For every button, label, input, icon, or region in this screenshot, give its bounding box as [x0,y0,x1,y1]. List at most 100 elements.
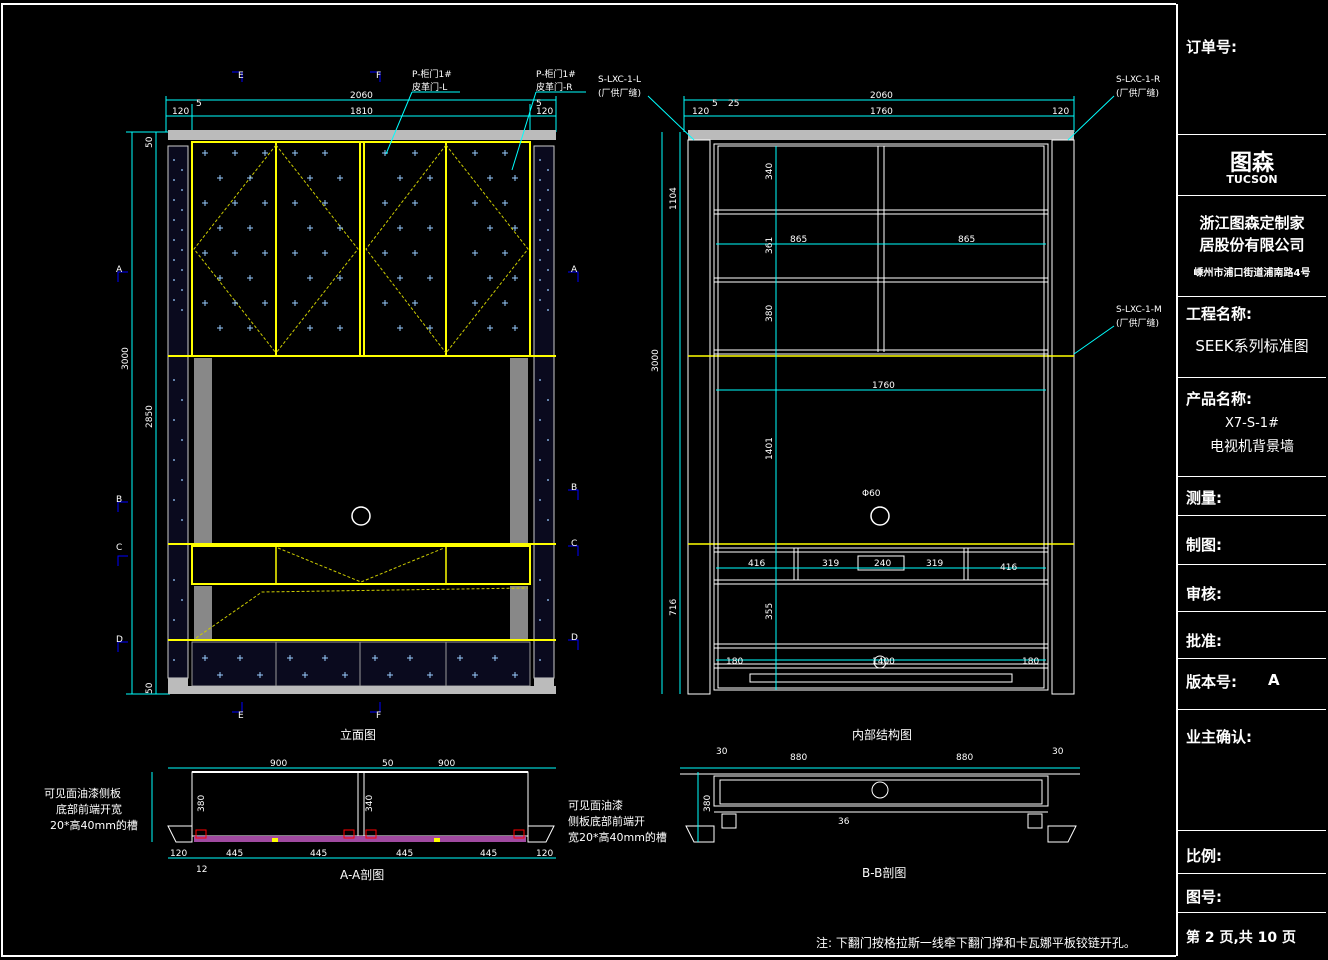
int-side-right: 120 [1052,107,1069,117]
footer-note: 注: 下翻门按格拉斯一线牵下翻门撑和卡瓦娜平板铰链开孔。 [816,936,1136,950]
company-line2: 居股份有限公司 [1199,236,1305,254]
elev-overall-width: 2060 [350,91,373,101]
int-side-left: 120 [692,107,709,117]
tb-order-label: 订单号: [1186,38,1237,56]
measure-label: 测量: [1186,489,1222,507]
int-overall-width: 2060 [870,91,893,101]
aa-depth-2: 340 [365,795,375,812]
tb-scale-cell: 比例: [1178,831,1326,874]
version-label: 版本号: [1186,673,1237,691]
door-label-2b: 皮革门-R [536,81,573,93]
int-lower-height: 716 [669,599,679,616]
company-line1: 浙江图森定制家 [1199,214,1305,232]
int-label-mid: S-LXC-1-M [1116,305,1162,315]
door-label-1a: P-柜门1# [412,68,452,80]
aa-b-5: 445 [480,849,497,859]
tb-company-cell: 浙江图森定制家 居股份有限公司 嵊州市浦口街道浦南路4号 [1178,196,1326,297]
tb-product-cell: 产品名称: X7-S-1# 电视机背景墙 [1178,378,1326,477]
owner-label: 业主确认: [1186,728,1252,746]
int-label-left: S-LXC-1-L [598,75,641,85]
internal-view: 2060 1760 120 120 5 25 3000 1104 716 [598,75,1162,695]
mark-b-left: B [116,495,122,505]
int-label-mid-sub: (厂供厂缝) [1116,317,1159,329]
elev-side-right: 120 [536,107,553,117]
caption-internal: 内部结构图 [852,728,913,742]
draw-label: 制图: [1186,536,1222,554]
aa-small: 12 [196,865,207,875]
aa-note-r1: 可见面油漆 [568,798,623,812]
product-name: 电视机背景墙 [1210,439,1294,455]
cad-drawing: 2060 1810 120 120 5 5 3000 2850 50 50 [1,3,1176,957]
title-block: 订单号: 图森 TUCSON 浙江图森定制家 居股份有限公司 嵊州市浦口街道浦南… [1176,4,1326,956]
int-height-total: 3000 [651,349,661,372]
elev-inner-width: 1810 [350,107,373,117]
aa-b-1: 120 [170,849,187,859]
review-label: 审核: [1186,585,1222,603]
caption-section-bb: B-B剖图 [862,866,907,880]
int-drawer-5: 416 [1000,563,1017,573]
section-bb: 30 880 880 30 380 36 [680,747,1080,843]
int-label-right-sub: (厂供厂缝) [1116,87,1159,99]
mark-b-right: B [571,483,577,493]
int-vdim-2: 361 [765,237,775,254]
mark-e-bottom: E [238,711,244,721]
aa-b-4: 445 [396,849,413,859]
int-tv-height: 1401 [765,437,775,460]
elev-height-inner: 2850 [145,405,155,428]
int-label-right: S-LXC-1-R [1116,75,1160,85]
int-vdim-1: 340 [765,163,775,180]
figno-label: 图号: [1186,888,1222,906]
section-aa: 900 50 900 120 445 445 445 445 120 12 38… [44,759,667,875]
aa-depth: 380 [197,795,207,812]
int-drawer-4: 319 [926,559,943,569]
brand-logo-en: TUCSON [1226,173,1278,186]
int-vdim-3: 380 [765,305,775,322]
caption-section-aa: A-A剖图 [340,868,385,882]
elev-bottom-margin: 50 [145,682,155,694]
tb-draw-cell: 制图: [1178,516,1326,565]
aa-top-3: 900 [438,759,455,769]
int-gap-left: 5 [712,99,718,109]
bb-depth: 380 [703,795,713,812]
project-value: SEEK系列标准图 [1195,337,1309,355]
aa-note-l2: 底部前端开宽 [56,802,122,816]
mark-c-left: C [116,543,122,553]
mark-d-left: D [116,635,123,645]
int-inner-width: 1760 [870,107,893,117]
aa-b-2: 445 [226,849,243,859]
bb-small: 36 [838,817,850,827]
tb-project-cell: 工程名称: SEEK系列标准图 [1178,297,1326,378]
aa-note-r2: 侧板底部前端开 [568,814,645,828]
brand-logo-cn: 图森 [1229,151,1274,176]
mark-d-right: D [571,633,578,643]
approve-label: 批准: [1186,632,1222,650]
tb-order-cell: 订单号: [1178,4,1326,135]
mark-f-bottom: F [376,711,381,721]
elev-gap-right: 5 [536,99,542,109]
product-code: X7-S-1# [1225,416,1279,431]
int-span: 1760 [872,381,895,391]
tb-review-cell: 审核: [1178,565,1326,612]
bb-top-4: 30 [1052,747,1064,757]
aa-top-2: 50 [382,759,394,769]
tb-page-cell: 第 2 页,共 10 页 [1178,913,1326,955]
aa-b-6: 120 [536,849,553,859]
mark-a-right: A [571,265,578,275]
elev-height-total: 3000 [121,347,131,370]
int-col-right: 865 [958,235,975,245]
int-drawer-2: 319 [822,559,839,569]
mark-c-right: C [571,539,577,549]
tb-approve-cell: 批准: [1178,612,1326,659]
int-drawer-1: 416 [748,559,765,569]
company-address: 嵊州市浦口街道浦南路4号 [1193,268,1311,279]
tb-figno-cell: 图号: [1178,874,1326,913]
tb-measure-cell: 测量: [1178,477,1326,516]
int-upper-height: 1104 [669,187,679,210]
bb-top-1: 30 [716,747,728,757]
door-label-2a: P-柜门1# [536,68,576,80]
elev-gap-left: 5 [196,99,202,109]
tb-brand-cell: 图森 TUCSON [1178,135,1326,196]
int-vdim-4: 355 [765,603,775,620]
aa-note-r3: 宽20*高40mm的槽 [568,830,667,844]
sheet-border [1,3,1176,957]
